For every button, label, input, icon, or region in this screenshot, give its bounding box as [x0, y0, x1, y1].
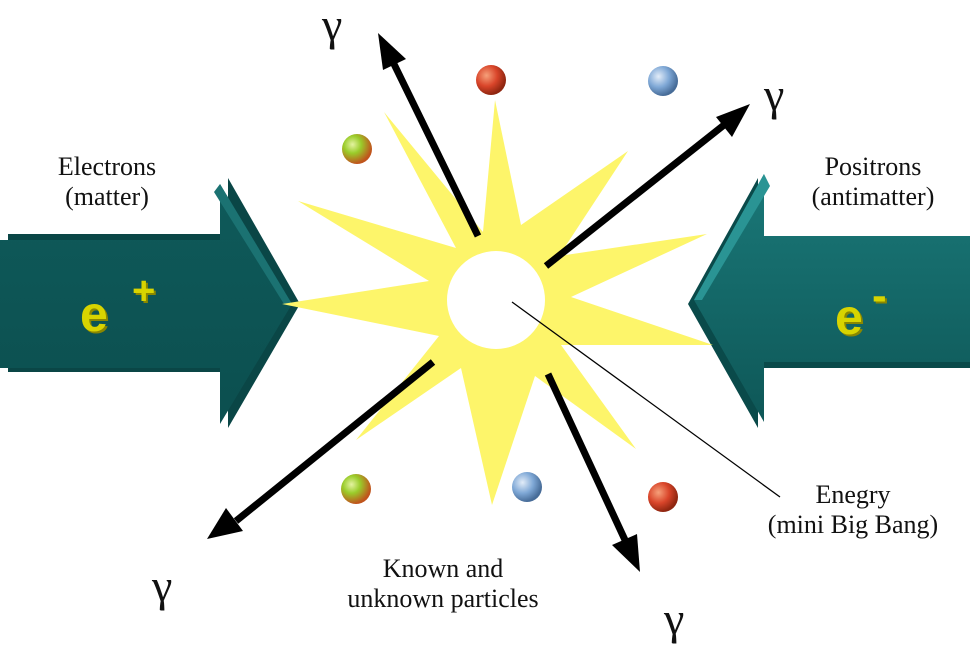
energy-label-line2: (mini Big Bang): [767, 509, 939, 539]
gamma-label-top-right: γ: [764, 69, 785, 120]
svg-text:e: e: [835, 289, 863, 345]
particles-label-line1: Known and: [382, 554, 504, 583]
particles-label: Known and unknown particles: [318, 554, 568, 614]
svg-text:+: +: [134, 271, 157, 315]
gamma-label-top-left: γ: [322, 0, 343, 50]
gamma-arrowhead-up-right: [716, 104, 750, 137]
particles-label-line2: unknown particles: [347, 583, 539, 613]
positrons-label: Positrons (antimatter): [778, 152, 968, 212]
positron-symbol: e e - -: [835, 271, 889, 347]
gamma-arrowhead-down-left: [207, 508, 243, 539]
energy-label: Enegry (mini Big Bang): [736, 480, 970, 540]
svg-text:e: e: [837, 291, 865, 347]
svg-text:e: e: [80, 286, 108, 342]
svg-text:-: -: [872, 271, 887, 320]
gamma-arrow-up-right: [543, 122, 727, 269]
particle-red-bottom: [648, 482, 678, 512]
gamma-label-bottom-left: γ: [152, 560, 173, 611]
particle-blue-bottom: [512, 472, 542, 502]
gamma-arrowhead-down-right: [612, 534, 640, 572]
svg-text:-: -: [874, 273, 889, 322]
gamma-ray-arrows: [207, 33, 750, 572]
positrons-label-line1: Positrons: [824, 152, 922, 181]
gamma-arrow-down-left: [233, 359, 436, 524]
particle-red-top: [476, 65, 506, 95]
electrons-label-line2: (matter): [65, 181, 149, 211]
energy-core: [447, 251, 545, 349]
positrons-label-line2: (antimatter): [811, 181, 935, 211]
particle-green-left: [342, 134, 372, 164]
gamma-arrow-up-left: [389, 60, 482, 238]
particle-green-bottom: [341, 474, 371, 504]
gamma-label-bottom-right: γ: [664, 593, 685, 644]
particle-blue-top: [648, 66, 678, 96]
energy-pointer-line: [511, 301, 781, 498]
svg-text:e: e: [82, 288, 110, 344]
electrons-label: Electrons (matter): [12, 152, 202, 212]
electrons-label-line1: Electrons: [57, 152, 157, 181]
energy-label-line1: Enegry: [815, 480, 891, 509]
electron-symbol: e e + +: [80, 269, 157, 344]
left-arrow: [0, 178, 300, 428]
gamma-arrow-down-right: [544, 372, 629, 542]
gamma-arrowhead-up-left: [378, 33, 406, 70]
right-arrow: [688, 174, 970, 428]
svg-text:+: +: [132, 269, 155, 313]
